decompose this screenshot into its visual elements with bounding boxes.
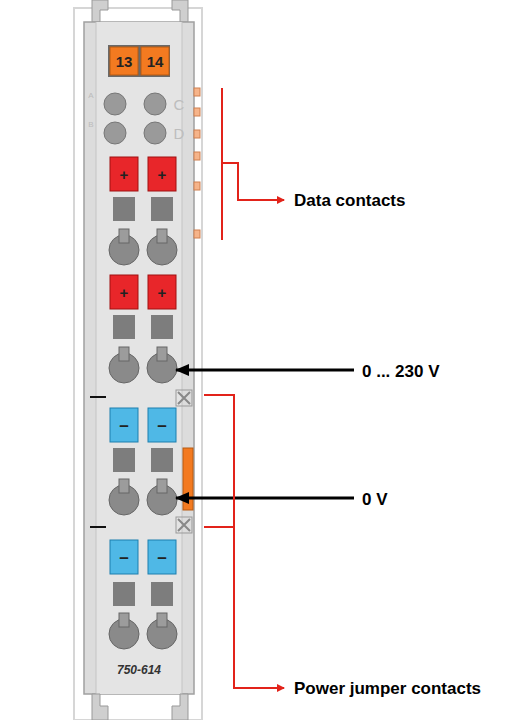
- callout-label: Data contacts: [294, 192, 405, 209]
- led-letter: A: [88, 92, 93, 100]
- led-letter: D: [174, 126, 185, 141]
- callout-label: 0 V: [362, 491, 388, 508]
- polarity-sign: +: [158, 167, 167, 182]
- part-number: 750-614: [117, 664, 161, 676]
- polarity-sign: –: [119, 549, 128, 566]
- callout-label: Power jumper contacts: [294, 680, 481, 697]
- polarity-sign: –: [157, 549, 166, 566]
- led-letter: C: [174, 97, 185, 112]
- polarity-sign: +: [158, 285, 167, 300]
- polarity-sign: –: [119, 417, 128, 434]
- polarity-sign: +: [120, 285, 129, 300]
- led-letter: B: [88, 121, 93, 129]
- polarity-sign: +: [120, 167, 129, 182]
- polarity-sign: –: [157, 417, 166, 434]
- callout-label: 0 ... 230 V: [362, 363, 440, 380]
- marker-number: 13: [116, 54, 133, 69]
- marker-number: 14: [147, 54, 164, 69]
